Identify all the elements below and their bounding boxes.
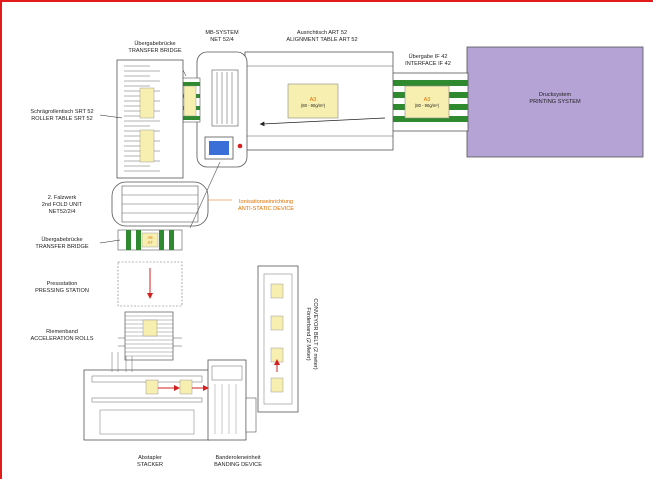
banding-device: [192, 359, 257, 441]
roller-table: [99, 59, 184, 179]
banding-device-label-de: Banderoleneinheit: [215, 455, 261, 461]
alignment-table-label-de: Ausrichtisch ART 52: [297, 30, 347, 36]
fold-unit-label-de: 2. Falzwerk: [48, 195, 77, 201]
transfer-bridge-top-label-en: TRANSFER BRIDGE: [128, 48, 181, 54]
interface-label-de: Übergabe IF 42: [409, 53, 448, 60]
banding-device-label-en: BANDING DEVICE: [214, 462, 262, 468]
mb-system-unit: [196, 51, 248, 168]
bridge-sheet: [141, 232, 159, 248]
transfer-bridge-top-label-de: Übergabebrücke: [134, 40, 175, 47]
acceleration-rolls-label-en: ACCELERATION ROLLS: [31, 336, 94, 342]
conveyor-belt-label-de: Förderband (2 Meter): [305, 307, 311, 360]
transfer-bridge-bottom-label-de: Übergabebrücke: [41, 236, 82, 243]
stacker: [83, 352, 211, 441]
conveyor-belt: [257, 265, 299, 413]
interface-sheet: [404, 85, 450, 119]
transfer-bridge-top: [177, 59, 201, 123]
interface-belt: [391, 72, 469, 132]
printing-system-label-en: PRINTING SYSTEM: [529, 99, 581, 105]
interface-sheet-weight: (80 - 90g/m²): [415, 103, 440, 108]
fold-unit: [111, 161, 221, 229]
emergency-stop-button: [237, 143, 243, 149]
fold-unit-model: NET52/2/4: [49, 209, 76, 215]
pressing-station: [117, 261, 183, 307]
bridge-sheet-size-2: A7: [147, 240, 153, 245]
mb-system-model: NET 52/4: [210, 37, 234, 43]
mb-system-label: MB-SYSTEM: [205, 30, 239, 36]
alignment-sheet-weight: (80 - 90g/m²): [301, 103, 326, 108]
pressing-station-label-en: PRESSING STATION: [35, 288, 89, 294]
interface-sheet-size: A3: [424, 97, 431, 103]
antistatic-label-de: Ionisationseinrichtung: [239, 199, 293, 205]
acceleration-rolls-label-de: Riemenband: [46, 329, 78, 335]
stacker-label-de: Abstapler: [138, 455, 162, 461]
printing-system-block: [466, 46, 644, 158]
alignment-table: [244, 51, 394, 151]
antistatic-label-en: ANTI-STATIC DEVICE: [238, 206, 294, 212]
alignment-sheet-size: A3: [310, 97, 317, 103]
alignment-table-label-en: ALIGNMENT TABLE ART 52: [286, 37, 357, 43]
transfer-bridge-bottom-label-en: TRANSFER BRIDGE: [35, 244, 88, 250]
roller-table-label-de: Schrägrollentisch SRT 52: [30, 109, 93, 115]
bridge-sheet-size-1: A6: [147, 235, 153, 240]
printing-system-label-de: Drucksystem: [539, 92, 572, 98]
alignment-sheet: [287, 83, 339, 119]
roller-table-label-en: ROLLER TABLE SRT 52: [31, 116, 92, 122]
acceleration-rolls: [118, 311, 182, 361]
pressing-station-label-de: Pressstation: [47, 281, 78, 287]
fold-unit-label-en: 2nd FOLD UNIT: [42, 202, 83, 208]
stacker-label-en: STACKER: [137, 462, 163, 468]
transfer-bridge-bottom: [99, 229, 183, 251]
conveyor-belt-label-en: CONVEYOR BELT (2 meter): [312, 298, 318, 369]
interface-label-en: INTERFACE IF 42: [405, 61, 451, 67]
